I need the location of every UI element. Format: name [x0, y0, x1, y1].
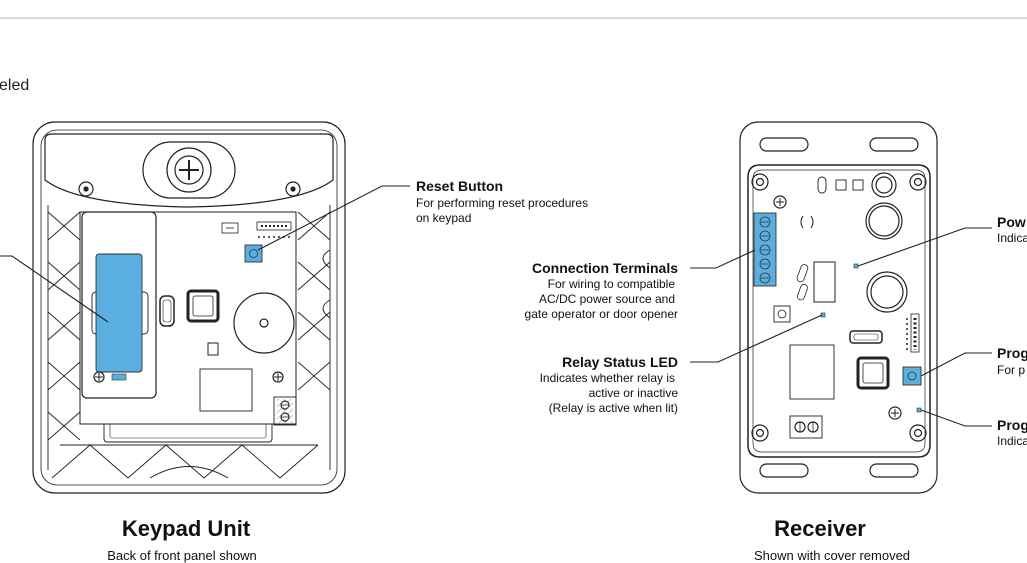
prog-led-title: Prog — [997, 417, 1027, 433]
keypad-chip — [186, 289, 220, 323]
keypad-caption-title: Keypad Unit — [121, 516, 251, 541]
keypad-mount-slot — [142, 141, 236, 199]
keypad-ribs — [47, 205, 331, 479]
receiver-connection-terminals — [753, 212, 777, 287]
header-divider — [0, 17, 1027, 19]
receiver-unit — [739, 121, 938, 494]
keypad-reset-button — [244, 244, 263, 263]
relay-status-led-title: Relay Status LED — [562, 354, 678, 370]
cropped-heading-fragment: eled — [0, 77, 30, 94]
connection-terminals-desc-1: For wiring to compatible — [547, 277, 675, 291]
keypad-mount-screw — [166, 147, 212, 193]
receiver-slot-tl — [759, 137, 809, 152]
relay-status-led-desc-1: Indicates whether relay is — [539, 371, 675, 385]
receiver-power-led — [853, 263, 859, 269]
receiver-slot-br — [869, 463, 919, 478]
connection-terminals-desc-2: AC/DC power source and — [538, 292, 675, 306]
receiver-inner-panel — [747, 164, 931, 458]
receiver-caption-sub: Shown with cover removed — [753, 548, 911, 563]
receiver-slot-tr — [869, 137, 919, 152]
receiver-capacitor-2 — [866, 271, 908, 313]
keypad-unit — [32, 121, 346, 494]
receiver-prog-button — [902, 366, 922, 386]
receiver-slot-bl — [759, 463, 809, 478]
keypad-top-cap — [44, 133, 334, 208]
receiver-caption-title: Receiver — [774, 516, 866, 541]
receiver-outer-shell — [739, 121, 938, 494]
connection-terminals-desc-3: gate operator or door opener — [524, 307, 678, 321]
prog-button-desc: For p — [997, 363, 1026, 377]
relay-status-led-desc-2: active or inactive — [588, 386, 678, 400]
reset-button-title: Reset Button — [416, 178, 504, 194]
receiver-relay — [813, 261, 836, 303]
connection-terminals-title: Connection Terminals — [532, 260, 678, 276]
keypad-hole-right — [285, 181, 301, 197]
keypad-pin-header — [256, 221, 292, 231]
power-led-title: Pow — [997, 214, 1026, 230]
keypad-small-pad — [207, 342, 219, 356]
reset-button-desc-2: on keypad — [416, 211, 472, 225]
keypad-hole-left — [78, 181, 94, 197]
prog-button-title: Prog — [997, 345, 1027, 361]
receiver-display-module — [789, 344, 835, 400]
power-led-desc: Indica — [997, 231, 1027, 245]
receiver-capacitor-1 — [865, 202, 903, 240]
keypad-inner-shell — [40, 129, 338, 486]
receiver-leaders — [690, 227, 992, 427]
keypad-outer-shell — [32, 121, 346, 494]
keypad-header-connector — [221, 222, 239, 234]
reset-button-desc-1: For performing reset procedures — [416, 196, 589, 210]
receiver-pin-header — [910, 313, 920, 353]
prog-led-desc: Indica — [997, 434, 1027, 448]
keypad-battery — [95, 253, 143, 373]
receiver-chip — [856, 356, 890, 390]
keypad-module — [199, 368, 253, 412]
keypad-buzzer — [233, 292, 295, 354]
receiver-bottom-terminals — [789, 415, 823, 439]
receiver-prog-led — [916, 407, 922, 413]
keypad-leaders — [0, 185, 410, 323]
keypad-terminal-block — [273, 396, 297, 426]
keypad-crystal — [159, 295, 175, 327]
relay-status-led-desc-3: (Relay is active when lit) — [548, 401, 678, 415]
keypad-caption-sub: Back of front panel shown — [107, 548, 257, 563]
